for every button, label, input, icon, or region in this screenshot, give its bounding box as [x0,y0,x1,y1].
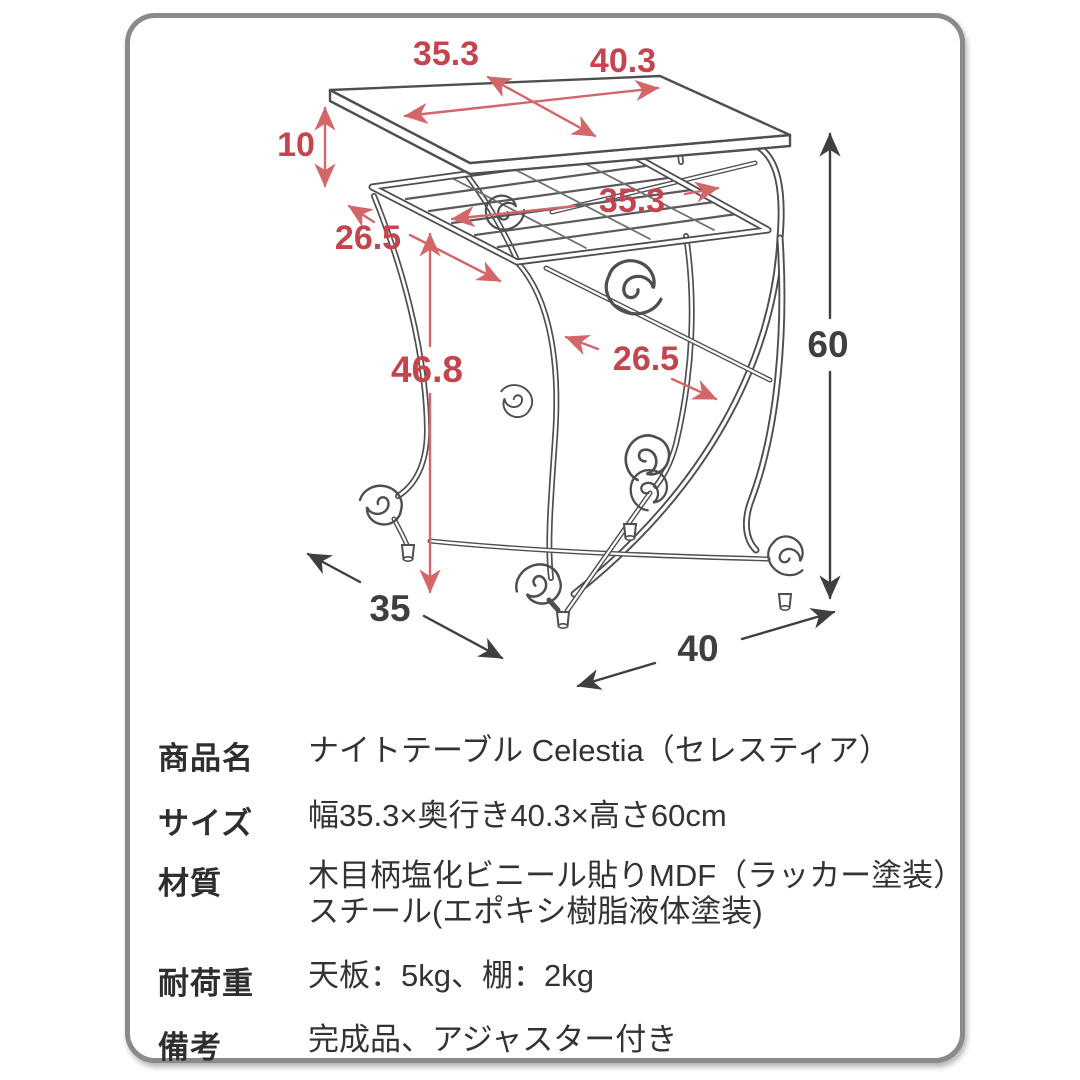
dim-total-height: 60 [807,324,848,365]
dim-top-width: 35.3 [413,35,479,73]
dim-shelf-front-depth: 26.5 [613,340,679,378]
rounded-border-frame [125,13,965,1063]
spec-label: 商品名 [158,741,254,776]
spec-value-line2: スチール(エポキシ樹脂液体塗装) [308,894,763,929]
spec-value: 幅35.3×奥行き40.3×高さ60cm [308,798,727,833]
spec-row-size: サイズ 幅35.3×奥行き40.3×高さ60cm [158,798,727,843]
dim-shelf-back-depth: 26.5 [335,219,401,257]
spec-label: 耐荷重 [158,966,254,1001]
dim-base-depth: 35 [369,588,410,629]
spec-value: ナイトテーブル Celestia（セレスティア） [308,733,890,768]
dimension-lines-red [314,75,720,594]
spec-row-material: 材質 木目柄塩化ビニール貼りMDF（ラッカー塗装） スチール(エポキシ樹脂液体塗… [158,858,964,930]
dim-base-width: 40 [677,628,718,669]
spec-row-load-capacity: 耐荷重 天板：5kg、棚：2kg [158,958,594,1003]
spec-label: 備考 [158,1030,222,1065]
spec-value: 完成品、アジャスター付き [308,1022,678,1057]
spec-row-product-name: 商品名 ナイトテーブル Celestia（セレスティア） [158,733,890,778]
spec-value: 天板：5kg、棚：2kg [308,958,594,993]
dim-top-depth: 40.3 [590,42,656,80]
spec-label: サイズ [158,806,254,841]
dimension-lines-dark [306,132,841,690]
spec-value-line1: 木目柄塩化ビニール貼りMDF（ラッカー塗装） [308,858,965,893]
spec-label: 材質 [158,866,222,901]
dim-leg-height: 46.8 [391,349,463,390]
dim-shelf-width: 35.3 [599,182,665,220]
spec-row-notes: 備考 完成品、アジャスター付き [158,1022,677,1067]
dim-panel-gap: 10 [277,126,315,164]
spec-value: 木目柄塩化ビニール貼りMDF（ラッカー塗装） スチール(エポキシ樹脂液体塗装) [308,858,964,930]
